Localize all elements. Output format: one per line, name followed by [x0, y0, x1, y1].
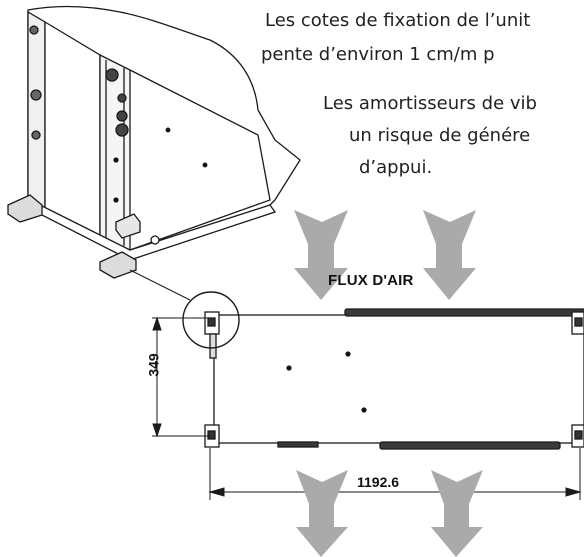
leader-line: [129, 269, 191, 301]
unit-top-view: [204, 308, 584, 450]
airflow-arrows-in: [294, 210, 476, 300]
height-dimension: [152, 316, 210, 438]
width-dimension: [208, 448, 582, 500]
text-line-4: un risque de génére: [349, 125, 531, 146]
text-line-2: pente d’environ 1 cm/m p: [261, 44, 495, 65]
height-dimension-label: 349: [145, 353, 162, 377]
width-dimension-label: 1192.6: [357, 474, 400, 490]
airflow-label: FLUX D'AIR: [328, 272, 414, 289]
unit-3d-view: [7, 5, 301, 279]
airflow-arrows-out: [296, 470, 483, 557]
detail-circle: [182, 291, 240, 349]
text-line-5: d’appui.: [359, 157, 433, 178]
text-line-3: Les amortisseurs de vib: [323, 93, 537, 114]
text-line-1: Les cotes de fixation de l’unit: [265, 10, 531, 31]
